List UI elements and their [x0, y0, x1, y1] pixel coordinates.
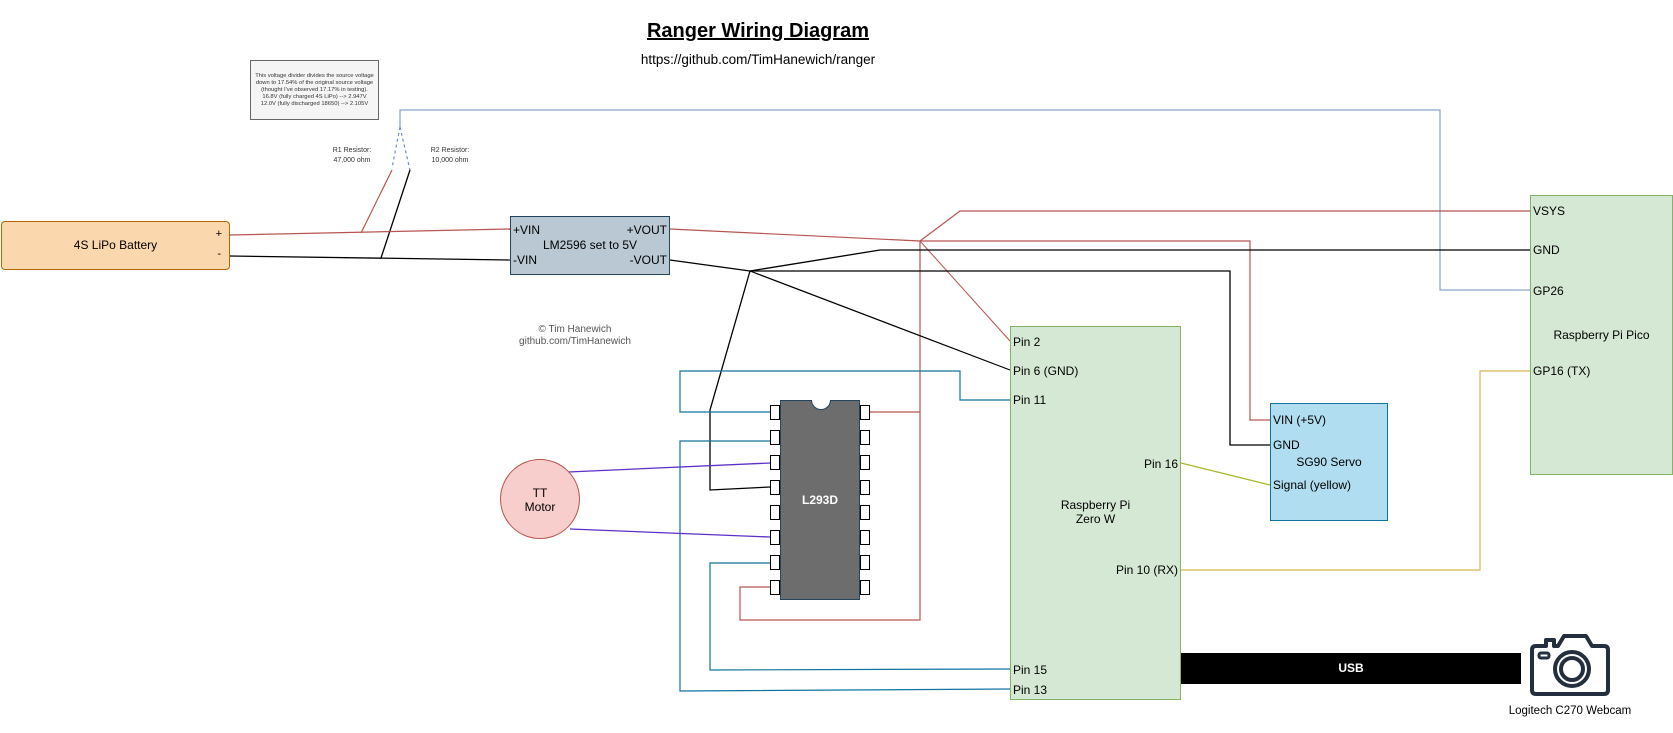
resistor-r1-value: 47,000 ohm — [333, 157, 371, 164]
chip-pin-13 — [860, 480, 870, 495]
pin-10-label: Pin 10 (RX) — [1115, 563, 1178, 577]
wire-vout-to-pin2 — [919, 240, 1011, 342]
chip-pin-12 — [860, 505, 870, 520]
wire-vout-to-vsys — [919, 210, 1530, 242]
wire-motor-a — [567, 462, 771, 473]
chip-pin-5 — [770, 505, 780, 520]
wire-gnd-to-l293d — [709, 270, 771, 491]
raspberry-pi-pico: VSYS GND GP26 Raspberry Pi Pico GP16 (TX… — [1530, 195, 1673, 475]
wire-battery-plus — [229, 228, 511, 236]
note-line: down to 17.54% of the original source vo… — [255, 80, 374, 86]
pin-16-label: Pin 16 — [1143, 457, 1178, 471]
battery-plus-terminal: + — [215, 228, 222, 240]
resistor-r2-label: R2 Resistor: 10,000 ohm — [420, 146, 480, 166]
chip-pin-2 — [770, 430, 780, 445]
pin-2-label: Pin 2 — [1013, 335, 1041, 349]
wire-pin13-to-l293d — [679, 440, 1011, 692]
wire-pin15-to-l293d — [709, 562, 1011, 671]
regulator-block: +VIN +VOUT LM2596 set to 5V -VIN -VOUT — [510, 216, 670, 275]
pi-zero-label-2: Zero W — [1075, 512, 1116, 526]
wire-r1-to-vplus — [360, 169, 393, 234]
pico-vsys-label: VSYS — [1533, 204, 1566, 218]
chip-pin-8 — [770, 580, 780, 595]
wire-vout-minus — [669, 259, 751, 272]
chip-pin-7 — [770, 555, 780, 570]
regulator-label: LM2596 set to 5V — [542, 238, 638, 252]
pin-15-label: Pin 15 — [1013, 663, 1048, 677]
wire-battery-minus — [229, 255, 511, 261]
chip-pin-4 — [770, 480, 780, 495]
regulator-vout-plus: +VOUT — [626, 223, 667, 237]
note-line: 12.0V (fully discharged 18650) --> 2.105… — [260, 101, 369, 107]
chip-pin-15 — [860, 430, 870, 445]
wire-gnd-to-pico — [749, 249, 1530, 272]
wire-vout-plus — [669, 228, 921, 242]
camera-icon — [1530, 634, 1610, 696]
resistor-r1-label: R1 Resistor: 47,000 ohm — [322, 146, 382, 166]
webcam-label: Logitech C270 Webcam — [1508, 705, 1632, 717]
regulator-vout-minus: -VOUT — [629, 253, 667, 267]
resistor-r1-name: R1 Resistor: — [332, 147, 372, 154]
chip-pin-3 — [770, 455, 780, 470]
sg90-servo: VIN (+5V) GND SG90 Servo Signal (yellow) — [1270, 403, 1388, 521]
repo-link[interactable]: https://github.com/TimHanewich/ranger — [640, 52, 876, 67]
note-line: This voltage divider divides the source … — [255, 73, 374, 79]
chip-pin-14 — [860, 455, 870, 470]
resistor-r1-dashed — [391, 126, 401, 169]
credit-line-2[interactable]: github.com/TimHanewich — [519, 336, 631, 347]
chip-pin-6 — [770, 530, 780, 545]
pi-zero-label-1: Raspberry Pi — [1060, 498, 1131, 512]
motor-label-2: Motor — [524, 500, 556, 514]
motor-label-1: TT — [532, 486, 548, 500]
pin-13-label: Pin 13 — [1013, 683, 1048, 697]
pico-label: Raspberry Pi Pico — [1553, 328, 1650, 342]
l293d-chip: L293D — [780, 400, 860, 600]
servo-vin-label: VIN (+5V) — [1273, 413, 1327, 427]
chip-label: L293D — [801, 493, 839, 507]
battery-minus-terminal: - — [217, 248, 221, 260]
regulator-vin-plus: +VIN — [513, 223, 541, 237]
voltage-divider-note: This voltage divider divides the source … — [250, 60, 379, 120]
pico-gnd-label: GND — [1533, 243, 1560, 257]
wire-r2-to-vminus — [380, 169, 411, 259]
wire-pin10-to-gp16 — [1181, 370, 1530, 571]
wire-pin16-to-servo — [1180, 462, 1271, 486]
chip-pin-16 — [860, 405, 870, 420]
wire-vout-to-servo-vin — [920, 240, 1270, 421]
wire-gnd-to-servo — [750, 270, 1270, 446]
resistor-r2-name: R2 Resistor: — [430, 147, 470, 154]
wire-divider-to-gp26 — [399, 109, 1530, 291]
raspberry-pi-zero-w: Pin 2 Pin 6 (GND) Pin 11 Pin 16 Raspberr… — [1010, 326, 1181, 700]
pin-11-label: Pin 11 — [1013, 393, 1047, 407]
chip-pin-10 — [860, 555, 870, 570]
wire-pin11-to-l293d — [679, 370, 1010, 413]
chip-pin-11 — [860, 530, 870, 545]
chip-notch — [811, 400, 831, 410]
note-line: 16.8V (fully charged 4S LiPo) --> 2.947V — [262, 94, 367, 100]
wire-vout-to-l293d-vcc — [739, 241, 921, 621]
page-title: Ranger Wiring Diagram — [646, 20, 870, 42]
pico-gp16-label: GP16 (TX) — [1533, 364, 1591, 378]
resistor-r2-value: 10,000 ohm — [431, 157, 469, 164]
wire-motor-b — [569, 528, 771, 538]
credit-line-1: © Tim Hanewich — [538, 324, 612, 335]
wire-gnd-to-pin6 — [749, 270, 1011, 371]
regulator-vin-minus: -VIN — [513, 253, 537, 267]
servo-signal-label: Signal (yellow) — [1273, 478, 1352, 492]
pico-gp26-label: GP26 — [1533, 284, 1564, 298]
pin-6-label: Pin 6 (GND) — [1013, 364, 1079, 378]
note-line: (thought I've observed 17.17% in testing… — [261, 87, 368, 93]
tt-motor: TT Motor — [500, 459, 580, 539]
servo-gnd-label: GND — [1273, 438, 1300, 452]
servo-label: SG90 Servo — [1296, 455, 1362, 469]
battery-label: 4S LiPo Battery — [73, 238, 158, 252]
credit-text: © Tim Hanewich github.com/TimHanewich — [500, 324, 650, 348]
resistor-r2-dashed — [399, 126, 411, 171]
usb-cable: USB — [1181, 653, 1521, 684]
chip-pin-9 — [860, 580, 870, 595]
chip-pin-1 — [770, 405, 780, 420]
battery-block: 4S LiPo Battery + - — [1, 221, 230, 270]
